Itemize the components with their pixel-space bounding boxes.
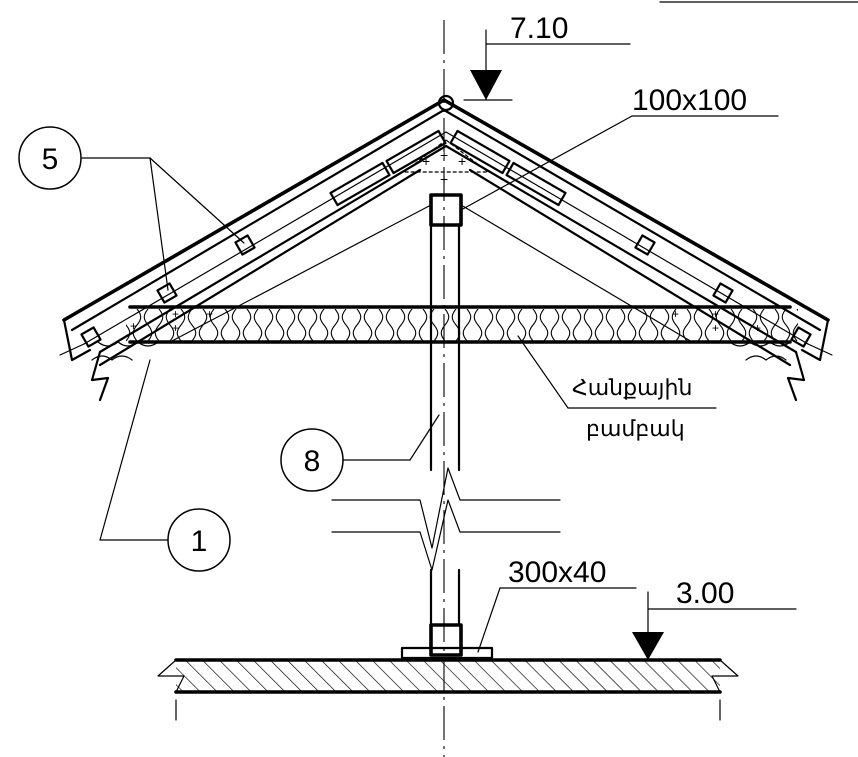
- callout-1: 1: [99, 359, 231, 572]
- rafter-insulation-left: [91, 341, 159, 361]
- base-plate-label: 300x40: [508, 556, 606, 589]
- level-top-label: 7.10: [510, 12, 568, 45]
- svg-text:+: +: [672, 307, 679, 321]
- post-section-label: 100x100: [632, 84, 747, 117]
- diagonal-ties: [169, 204, 693, 343]
- ridge-boards: [329, 129, 567, 207]
- svg-text:+: +: [712, 307, 719, 321]
- callout-5-label: 5: [42, 143, 59, 176]
- post-section-callout: 100x100: [460, 84, 779, 211]
- floor-slab: [157, 658, 739, 721]
- level-mark-bottom: 3.00: [632, 577, 797, 661]
- post: [331, 193, 561, 657]
- rafter-end-left: [59, 318, 110, 402]
- svg-text:+: +: [712, 321, 719, 335]
- level-mark-top: 7.10: [463, 12, 631, 101]
- svg-text:+: +: [458, 153, 466, 169]
- svg-text:+: +: [440, 147, 448, 163]
- svg-text:+: +: [206, 307, 213, 321]
- level-bottom-label: 3.00: [676, 577, 734, 610]
- callout-1-label: 1: [191, 525, 208, 558]
- base-plate: [400, 646, 494, 660]
- callout-8-label: 8: [304, 445, 321, 478]
- svg-text:+: +: [172, 321, 179, 335]
- rafter-end-right: [786, 318, 833, 402]
- callout-8: 8: [280, 414, 440, 492]
- insulation-callout: Հանքային բամբակ: [517, 335, 717, 441]
- svg-text:+: +: [422, 153, 430, 169]
- base-plate-callout: 300x40: [477, 556, 637, 653]
- rafter-insulation-right: [729, 341, 791, 361]
- svg-text:+: +: [172, 307, 179, 321]
- svg-text:+: +: [130, 319, 137, 333]
- svg-text:+: +: [754, 321, 761, 335]
- insulation-label-line2: բամբակ: [586, 416, 685, 441]
- insulation-label-line1: Հանքային: [572, 375, 692, 400]
- callout-5: 5: [18, 126, 245, 291]
